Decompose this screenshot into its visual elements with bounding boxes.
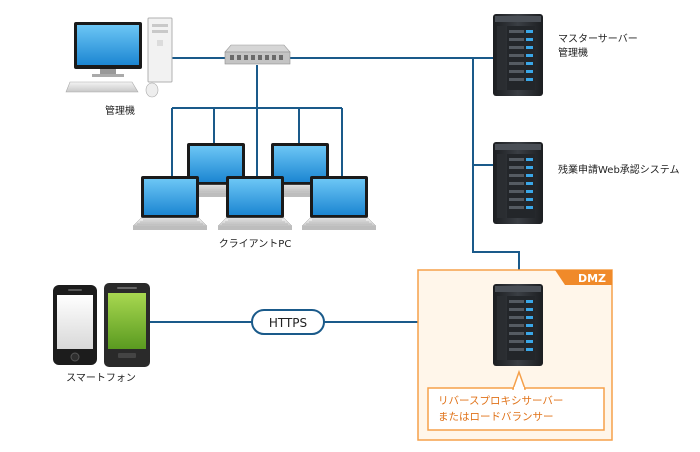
- proxy-server-tower-server-icon: [493, 284, 543, 366]
- admin-pc-label: 管理機: [105, 104, 135, 117]
- laptop-icon: [217, 175, 293, 231]
- client-pc-label: クライアントPC: [219, 238, 292, 250]
- smartphone-label: スマートフォン: [66, 373, 136, 384]
- https-label: HTTPS: [269, 316, 307, 330]
- proxy-label-line1: リバースプロキシサーバー: [438, 395, 563, 407]
- admin-desktop-computer-icon: [65, 17, 173, 98]
- network-switch-icon: [224, 44, 291, 65]
- proxy-callout: リバースプロキシサーバー またはロードバランサー: [427, 369, 605, 431]
- overtime-server-tower-server-icon: [493, 142, 543, 224]
- client-laptops: [132, 142, 377, 231]
- proxy-label-line2: またはロードバランサー: [438, 411, 554, 423]
- smartphone-icon: [104, 283, 150, 367]
- https-badge: HTTPS: [251, 309, 325, 335]
- master-server-label-line2: 管理機: [558, 46, 588, 59]
- master-server-label-line1: マスターサーバー: [558, 33, 638, 45]
- smartphone-icon: [53, 285, 97, 365]
- laptop-icon: [132, 175, 208, 231]
- overtime-server-label: 残業申請Web承認システム: [558, 163, 680, 176]
- dmz-tag: DMZ: [578, 272, 606, 285]
- master-server-tower-server-icon: [493, 14, 543, 96]
- laptop-icon: [301, 175, 377, 231]
